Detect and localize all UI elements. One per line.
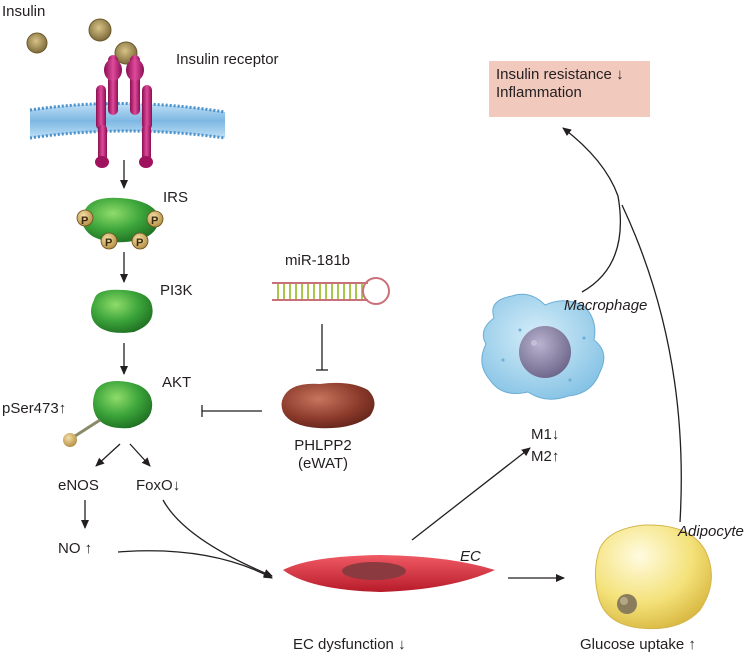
arrow-akt-to-foxo xyxy=(129,443,151,467)
phosphate-label-2: P xyxy=(151,215,159,227)
macrophage-label: Macrophage xyxy=(564,297,648,314)
arrow-no-to-ec xyxy=(117,550,273,579)
pser473-label: pSer473↑ xyxy=(2,400,67,417)
pi3k-label: PI3K xyxy=(160,282,193,299)
mir181b-label: miR-181b xyxy=(285,252,351,269)
phlpp2-protein xyxy=(281,382,375,429)
phosphate-label-4: P xyxy=(136,237,144,249)
adipocyte-label: Adipocyte xyxy=(678,523,744,540)
akt-label: AKT xyxy=(162,374,192,391)
irs-protein xyxy=(82,197,159,243)
outcome-box: Insulin resistance ↓ Inflammation xyxy=(489,61,650,117)
ec-dysfunction-label: EC dysfunction ↓ xyxy=(293,636,406,653)
m2-label: M2↑ xyxy=(531,448,560,465)
arrow-adipocyte-to-outcome xyxy=(621,204,682,523)
mir181b-hairpin xyxy=(272,277,390,305)
no-label: NO ↑ xyxy=(58,540,93,557)
inhibition-links xyxy=(201,324,328,417)
arrow-foxo-to-ec xyxy=(162,499,273,577)
enos-label: eNOS xyxy=(58,477,99,494)
insulin-receptor-label: Insulin receptor xyxy=(176,51,279,68)
foxo-label: FoxO↓ xyxy=(136,477,181,494)
endothelial-cell xyxy=(283,555,495,592)
adipocyte-cell xyxy=(594,524,712,630)
pi3k-protein xyxy=(91,289,153,333)
irs-label: IRS xyxy=(163,189,189,206)
arrow-ec-to-macrophage xyxy=(411,447,531,541)
glucose-uptake-label: Glucose uptake ↑ xyxy=(580,636,696,653)
phosphate-label-1: P xyxy=(81,215,89,227)
phosphate-groups xyxy=(76,209,164,250)
insulin-receptor xyxy=(95,55,153,168)
insulin-resistance-label: Insulin resistance ↓ xyxy=(496,66,624,83)
macrophage-cell xyxy=(481,293,605,400)
m1-label: M1↓ xyxy=(531,426,560,443)
phlpp2-label: PHLPP2(eWAT) xyxy=(294,437,352,472)
insulin-molecules xyxy=(26,18,138,65)
ec-label: EC xyxy=(460,548,481,565)
akt-protein xyxy=(63,381,153,447)
arrow-macrophage-to-outcome xyxy=(562,127,622,293)
cell-membrane xyxy=(29,101,226,140)
inflammation-label: Inflammation xyxy=(496,84,582,101)
insulin-label: Insulin xyxy=(2,3,46,20)
pathway-arrows xyxy=(81,127,682,582)
arrow-akt-to-enos xyxy=(95,443,121,467)
phosphate-label-3: P xyxy=(105,237,113,249)
